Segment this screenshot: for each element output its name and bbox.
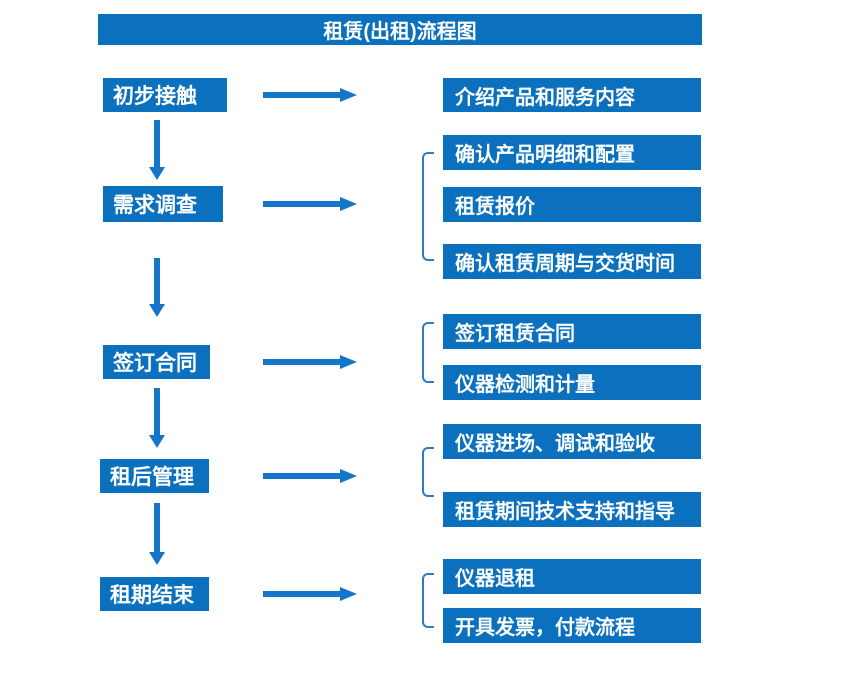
step-box-post-rental-management: 租后管理	[100, 459, 209, 493]
down-arrow-2	[149, 258, 165, 317]
arrow-head	[340, 587, 357, 601]
detail-box-rental-quote: 租赁报价	[443, 187, 701, 222]
arrow-head	[149, 552, 165, 565]
arrow-head	[149, 167, 165, 180]
arrow-head	[340, 197, 357, 211]
detail-box-confirm-product-config: 确认产品明细和配置	[443, 135, 701, 170]
detail-box-invoice-payment: 开具发票，付款流程	[443, 608, 701, 643]
right-arrow-step1	[263, 88, 357, 102]
arrow-shaft	[154, 503, 160, 553]
arrow-shaft	[154, 258, 160, 305]
right-arrow-step2	[263, 197, 357, 211]
arrow-head	[149, 435, 165, 448]
arrow-shaft	[263, 92, 341, 98]
step-box-rental-end: 租期结束	[100, 577, 209, 611]
arrow-shaft	[154, 120, 160, 168]
arrow-head	[340, 355, 357, 369]
down-arrow-4	[149, 503, 165, 565]
detail-box-technical-support: 租赁期间技术支持和指导	[443, 492, 701, 527]
detail-box-introduce-products: 介绍产品和服务内容	[443, 78, 701, 112]
arrow-shaft	[263, 201, 341, 207]
arrow-head	[340, 88, 357, 102]
group-bracket-step2	[422, 152, 434, 261]
detail-box-sign-rental-contract: 签订租赁合同	[443, 314, 701, 349]
arrow-shaft	[263, 359, 341, 365]
arrow-shaft	[154, 388, 160, 436]
group-bracket-step3	[422, 322, 434, 383]
flowchart-title: 租赁(出租)流程图	[98, 14, 702, 45]
group-bracket-step4	[422, 447, 434, 497]
step-box-demand-survey: 需求调查	[103, 186, 223, 222]
arrow-head	[340, 469, 357, 483]
arrow-shaft	[263, 591, 341, 597]
step-box-sign-contract: 签订合同	[103, 345, 210, 379]
right-arrow-step3	[263, 355, 357, 369]
arrow-head	[149, 304, 165, 317]
right-arrow-step4	[263, 469, 357, 483]
down-arrow-1	[149, 120, 165, 180]
detail-box-instrument-setup: 仪器进场、调试和验收	[443, 424, 701, 459]
step-box-initial-contact: 初步接触	[103, 78, 227, 112]
down-arrow-3	[149, 388, 165, 448]
detail-box-confirm-period-delivery: 确认租赁周期与交货时间	[443, 244, 701, 279]
right-arrow-step5	[263, 587, 357, 601]
detail-box-instrument-return: 仪器退租	[443, 559, 701, 594]
detail-box-instrument-testing: 仪器检测和计量	[443, 365, 701, 400]
group-bracket-step5	[422, 573, 434, 628]
arrow-shaft	[263, 473, 341, 479]
